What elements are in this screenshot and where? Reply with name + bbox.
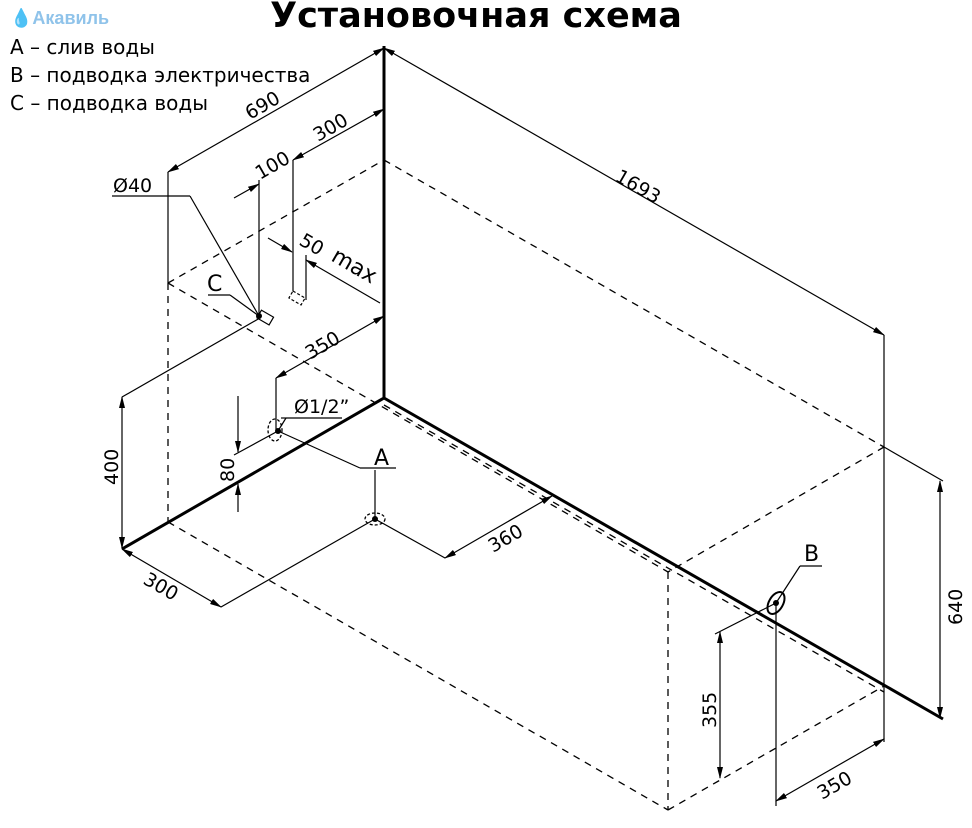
dim-1693: 1693 [612,165,665,208]
dim-355: 355 [699,692,721,728]
dim-300-top: 300 [310,109,352,146]
label-c: C [207,272,222,297]
brand-logo: 💧Акавиль [10,8,110,28]
label-diam-40: Ø40 [113,175,152,197]
dim-80: 80 [217,458,239,482]
dim-max: max [327,244,381,290]
room-outline [121,46,944,721]
callout-labels: Ø40 Ø1/2” A B C [113,175,819,567]
label-a: A [374,446,389,471]
drain-point-a-icon [364,512,386,526]
dimension-labels: 690 300 100 1693 50 max 350 80 400 300 3… [101,87,967,804]
dim-300-bottom: 300 [140,568,182,605]
water-inlet-half-inch-icon [267,418,283,442]
electric-point-b-icon [766,591,786,615]
dim-100: 100 [252,147,294,184]
spout-pipe-icon [288,290,306,306]
logo-text: Акавиль [32,8,110,28]
dim-50: 50 [296,229,328,260]
dimension-lines [112,47,944,806]
water-supply-pipe-icon [256,309,275,326]
page-title: Установочная схема [0,0,972,36]
dim-640: 640 [945,589,967,625]
label-b: B [804,542,819,567]
title-text: Установочная схема [270,0,682,36]
dim-350-left: 350 [302,327,344,364]
dim-690: 690 [242,87,284,124]
label-diam-half-inch: Ø1/2” [294,396,349,418]
dim-360: 360 [485,520,527,557]
legend-item-a: A – слив воды [10,35,155,59]
dim-400: 400 [101,449,123,485]
dim-350-right: 350 [814,767,856,804]
